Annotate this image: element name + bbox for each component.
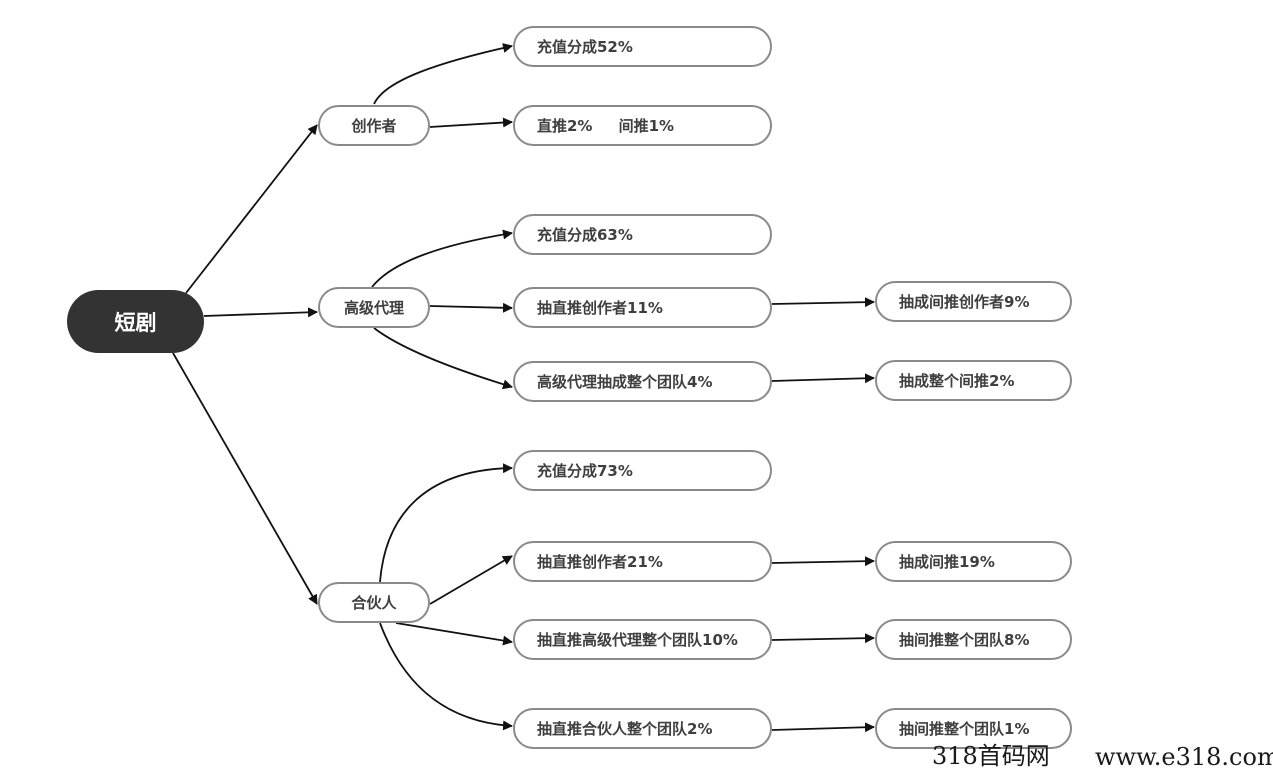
edge-partner-direct-senior [395, 622, 513, 646]
creator-node[interactable]: 创作者 [318, 105, 430, 146]
senior-direct-creator-node[interactable]: 抽直推创作者11% [513, 287, 772, 328]
partner-indirect-team-2-node[interactable]: 抽间推整个团队1% [875, 708, 1072, 749]
creator-recharge-node[interactable]: 充值分成52% [513, 26, 772, 67]
edge-partner-indirect-team-2 [771, 722, 875, 733]
edge-senior-indirect [771, 373, 875, 384]
edge-partner-direct-creator [429, 555, 513, 605]
edge-senior-direct-creator [429, 302, 513, 313]
partner-indirect-node[interactable]: 抽成间推19% [875, 541, 1072, 582]
partner-direct-senior-node[interactable]: 抽直推高级代理整个团队10% [513, 619, 772, 660]
edge-root-partner [172, 352, 318, 605]
edge-senior-team [373, 327, 513, 390]
creator-referral-node[interactable]: 直推2% 间推1% [513, 105, 772, 146]
edge-partner-indirect-team [771, 633, 875, 644]
partner-node[interactable]: 合伙人 [318, 582, 430, 623]
edge-root-senior [203, 307, 318, 318]
partner-recharge-node[interactable]: 充值分成73% [513, 450, 772, 491]
watermark-site-name: 318首码网 [932, 742, 1050, 770]
senior-team-node[interactable]: 高级代理抽成整个团队4% [513, 361, 772, 402]
senior-recharge-node[interactable]: 充值分成63% [513, 214, 772, 255]
partner-direct-creator-node[interactable]: 抽直推创作者21% [513, 541, 772, 582]
edge-partner-recharge [379, 463, 513, 583]
watermark-url: www.e318.com [1095, 743, 1273, 771]
partner-direct-partner-node[interactable]: 抽直推合伙人整个团队2% [513, 708, 772, 749]
edge-creator-recharge [373, 43, 513, 105]
edge-root-creator [185, 124, 318, 294]
edge-partner-indirect [771, 556, 875, 567]
partner-indirect-team-node[interactable]: 抽间推整个团队8% [875, 619, 1072, 660]
senior-indirect-creator-node[interactable]: 抽成间推创作者9% [875, 281, 1072, 322]
senior-agent-node[interactable]: 高级代理 [318, 287, 430, 328]
edge-creator-referral [429, 117, 513, 128]
senior-indirect-node[interactable]: 抽成整个间推2% [875, 360, 1072, 401]
edge-senior-indirect-creator [771, 297, 875, 308]
connector-arrows [172, 43, 875, 733]
root-node[interactable]: 短剧 [67, 290, 204, 353]
edge-partner-direct-partner [379, 622, 513, 731]
edge-senior-recharge [371, 229, 513, 288]
